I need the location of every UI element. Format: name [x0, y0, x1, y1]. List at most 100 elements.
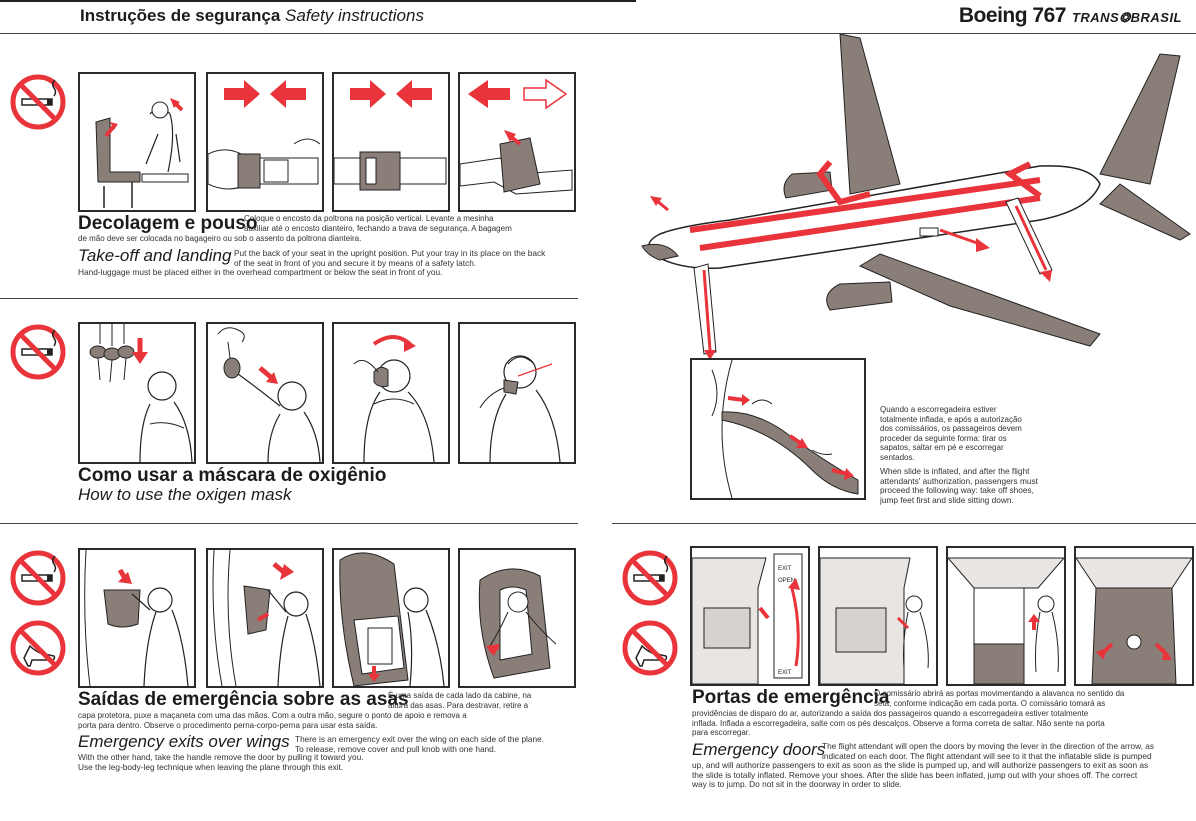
- door-lever-illustration: EXIT OPEN EXIT: [692, 553, 803, 684]
- door-step-1-panel: EXIT OPEN EXIT: [690, 546, 810, 686]
- wing-exits-text-en-line-4: Use the leg-body-leg technique when leav…: [78, 761, 344, 772]
- doors-text-pt: O comissário abrirá as portas movimentan…: [874, 689, 1190, 708]
- no-smoking-icon: [10, 550, 66, 606]
- slide-text-en-line-3: proceed the following way: take off shoe…: [880, 485, 1034, 495]
- doors-text-pt-line-4: inflada. Inflada a escorregadeira, salte…: [692, 718, 1105, 728]
- slide-text-pt-line-5: sapatos, saltar em pé e escorregar: [880, 443, 1004, 452]
- oxygen-breathe-illustration: [479, 355, 561, 462]
- doors-text-pt-line-1: O comissário abrirá as portas movimentan…: [874, 689, 1125, 698]
- aircraft-model: Boeing 767: [958, 4, 1067, 27]
- door-open-illustration: [820, 557, 929, 684]
- slide-text-en-line-1: When slide is inflated, and after the fl…: [880, 466, 1030, 476]
- wing-exits-text-en-line-1: There is an emergency exit over the wing…: [295, 734, 545, 744]
- section-divider-3: [612, 523, 1196, 524]
- seatbelt-locked-illustration: [334, 80, 447, 191]
- door-step-4-panel: [1074, 546, 1194, 686]
- door-slide-inflated-illustration: [948, 557, 1064, 684]
- wing-exit-remove-door-illustration: [339, 552, 445, 686]
- aircraft-tail-plane: [1099, 183, 1191, 241]
- slide-text-en: When slide is inflated, and after the fl…: [880, 466, 1060, 505]
- door-step-3-panel: [946, 546, 1066, 686]
- slide-text-pt-line-4: proceder da seguinte forma: tirar os: [880, 433, 1007, 443]
- wing-exit-pull-knob-illustration: [212, 550, 321, 686]
- aircraft-right-wing: [858, 253, 1101, 347]
- no-smoking-icon: [622, 550, 678, 606]
- doors-text-en: The flight attendant will open the doors…: [822, 741, 1190, 761]
- oxygen-step-4-panel: [458, 322, 576, 464]
- aircraft-left-wing: [839, 34, 901, 195]
- doors-title-en: Emergency doors: [692, 740, 826, 759]
- takeoff-text-en-line-1: Put the back of your seat in the upright…: [234, 248, 546, 258]
- no-high-heels-icon: [10, 620, 66, 676]
- header-title: Instruções de segurança Safety instructi…: [80, 6, 424, 26]
- wing-exits-text-en-line-3: With the other hand, take the handle rem…: [78, 752, 364, 762]
- slide-text-pt: Quando a escorregadeira estiver totalmen…: [880, 405, 1060, 462]
- takeoff-text-en: Put the back of your seat in the upright…: [234, 248, 579, 268]
- takeoff-title-pt: Decolagem e pouso: [78, 213, 258, 234]
- slide-text-pt-line-3: dos comissários, os passageiros devem: [880, 424, 1022, 433]
- door-exit-label-bottom: EXIT: [778, 670, 792, 676]
- oxygen-title-en: How to use the oxigen mask: [78, 485, 292, 504]
- wing-exits-text-pt-line-2: altura das asas. Para destravar, retire …: [388, 700, 529, 710]
- oxygen-step-3-panel: [332, 322, 450, 464]
- slide-procedure-panel: [690, 358, 866, 500]
- oxygen-title-pt: Como usar a máscara de oxigênio: [78, 465, 387, 486]
- takeoff-step-1-panel: [78, 72, 196, 212]
- aircraft-right-engine: [826, 281, 893, 311]
- header-brand: Boeing 767 TRANS❂BRASIL: [959, 4, 1182, 28]
- door-jump-illustration: [1076, 557, 1192, 684]
- wing-exit-step-3-panel: [332, 548, 450, 688]
- header-divider: [0, 33, 1196, 34]
- aircraft-exits-diagram: [641, 34, 1191, 360]
- aircraft-tail-fin: [1099, 53, 1181, 185]
- takeoff-text-pt-line-3: de mão deve ser colocada no bagageiro ou…: [78, 234, 362, 243]
- slide-text-pt-line-6: sentados.: [880, 452, 915, 462]
- top-rule: [0, 0, 636, 2]
- doors-text-en-line-2: indicated on each door. The flight atten…: [822, 750, 1152, 761]
- aircraft-cockpit: [641, 243, 679, 261]
- doors-text-en-line-5: way is to jump. Do not sit in the doorwa…: [692, 779, 902, 789]
- wing-exits-title-en: Emergency exits over wings: [78, 732, 290, 751]
- wing-exit-leg-body-leg-illustration: [478, 568, 557, 679]
- oxygen-step-1-panel: [78, 322, 196, 464]
- oxygen-place-mask-illustration: [353, 335, 435, 462]
- no-smoking-icon: [10, 74, 66, 130]
- header-title-en: Safety instructions: [285, 6, 424, 25]
- wing-exit-step-4-panel: [458, 548, 576, 688]
- doors-text-en-line-1: The flight attendant will open the doors…: [822, 741, 1155, 751]
- slide-text-en-line-4: jump feet first and slide sitting down.: [880, 494, 1014, 505]
- airline-logo: TRANS❂BRASIL: [1071, 10, 1182, 25]
- wing-exits-text-en: There is an emergency exit over the wing…: [295, 734, 580, 754]
- doors-text-en-rest: up, and will authorize passengers to exi…: [692, 760, 1192, 790]
- door-step-2-panel: [818, 546, 938, 686]
- wing-exits-text-pt-rest: capa protetora, puxe a maçaneta com uma …: [78, 711, 578, 730]
- doors-text-pt-line-3: providências de disparo do ar, autorizan…: [692, 709, 1089, 718]
- takeoff-text-pt: Coloque o encosto da poltrona na posição…: [244, 214, 574, 233]
- slide-jump-illustration: [711, 360, 859, 498]
- takeoff-text-pt-line-2: auxiliar até o encosto dianteiro, fechan…: [244, 223, 512, 233]
- no-smoking-icon: [10, 324, 66, 380]
- seatbelt-open-illustration: [460, 78, 573, 195]
- slide-text-pt-line-2: totalmente inflada, e após a autorização: [880, 414, 1022, 424]
- doors-text-en-line-3: up, and will authorize passengers to exi…: [692, 760, 1149, 770]
- wing-exits-text-en-rest: With the other hand, take the handle rem…: [78, 752, 578, 772]
- takeoff-step-3-panel: [332, 72, 450, 212]
- doors-text-en-line-4: the slide is totally inflated. Remove yo…: [692, 769, 1138, 780]
- oxygen-masks-drop-illustration: [89, 324, 193, 462]
- takeoff-title-en: Take-off and landing: [78, 246, 232, 265]
- seat-upright-illustration: [95, 98, 189, 208]
- slide-text-pt-line-1: Quando a escorregadeira estiver: [880, 405, 997, 414]
- section-divider-1: [0, 298, 578, 299]
- door-exit-label-top: EXIT: [778, 566, 792, 572]
- takeoff-step-2-panel: [206, 72, 324, 212]
- wing-exits-text-pt-line-4: porta para dentro. Observe o procediment…: [78, 720, 378, 730]
- takeoff-text-pt-line-1: Coloque o encosto da poltrona na posição…: [244, 214, 494, 223]
- doors-text-pt-line-5: para escorregar.: [692, 728, 751, 737]
- wing-exit-step-2-panel: [206, 548, 324, 688]
- seatbelt-close-illustration: [208, 80, 321, 190]
- wing-exits-text-pt-line-3: capa protetora, puxe a maçaneta com uma …: [78, 711, 467, 720]
- takeoff-step-4-panel: [458, 72, 576, 212]
- no-high-heels-icon: [622, 620, 678, 676]
- doors-text-pt-line-2: seta, conforme indicação em cada porta. …: [874, 698, 1106, 708]
- section-divider-2: [0, 523, 578, 524]
